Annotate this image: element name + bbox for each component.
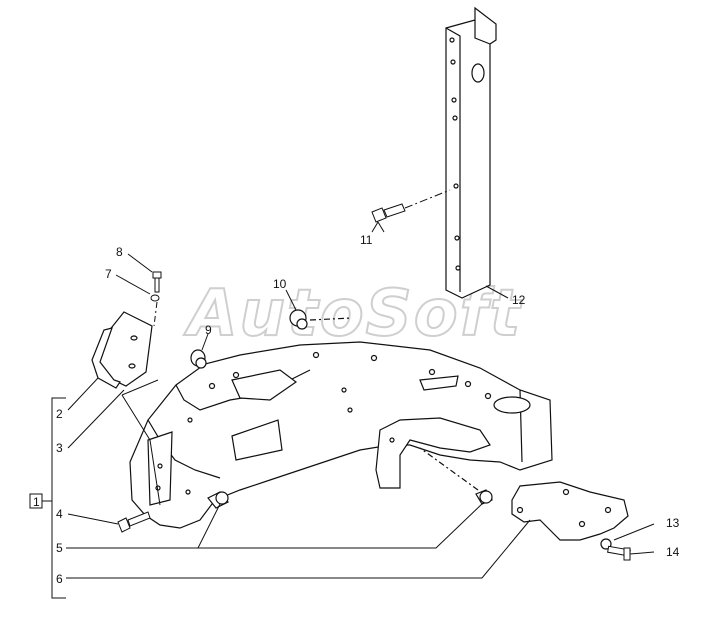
callout-2: 2: [56, 407, 63, 421]
callout-12: 12: [512, 293, 526, 307]
bushing-10: [289, 309, 353, 330]
callout-4: 4: [56, 507, 63, 521]
bushing-9: [190, 349, 207, 369]
spacer-5-left: [207, 491, 229, 509]
side-plate-6: [511, 481, 629, 541]
callout-6: 6: [56, 572, 63, 586]
main-frame: [129, 341, 553, 529]
leader-lines: [66, 221, 655, 579]
callout-5: 5: [56, 541, 63, 555]
callout-7: 7: [105, 267, 112, 281]
group-bracket: [29, 397, 66, 599]
callout-14: 14: [666, 545, 680, 559]
callout-11: 11: [360, 233, 373, 247]
callout-10: 10: [273, 277, 287, 291]
callout-13: 13: [666, 516, 680, 530]
vertical-post: [445, 6, 497, 299]
bolt-8: [150, 271, 162, 327]
bolt-4: [117, 511, 151, 533]
bolt-14: [607, 545, 631, 561]
callout-9: 9: [205, 323, 212, 337]
callout-8: 8: [116, 245, 123, 259]
screw-11: [371, 189, 451, 233]
callout-1: 1: [33, 495, 40, 509]
spacer-5-right: [419, 447, 493, 505]
plate-3: [121, 379, 161, 506]
callout-3: 3: [56, 441, 63, 455]
rubber-bumper-2: [91, 311, 153, 389]
